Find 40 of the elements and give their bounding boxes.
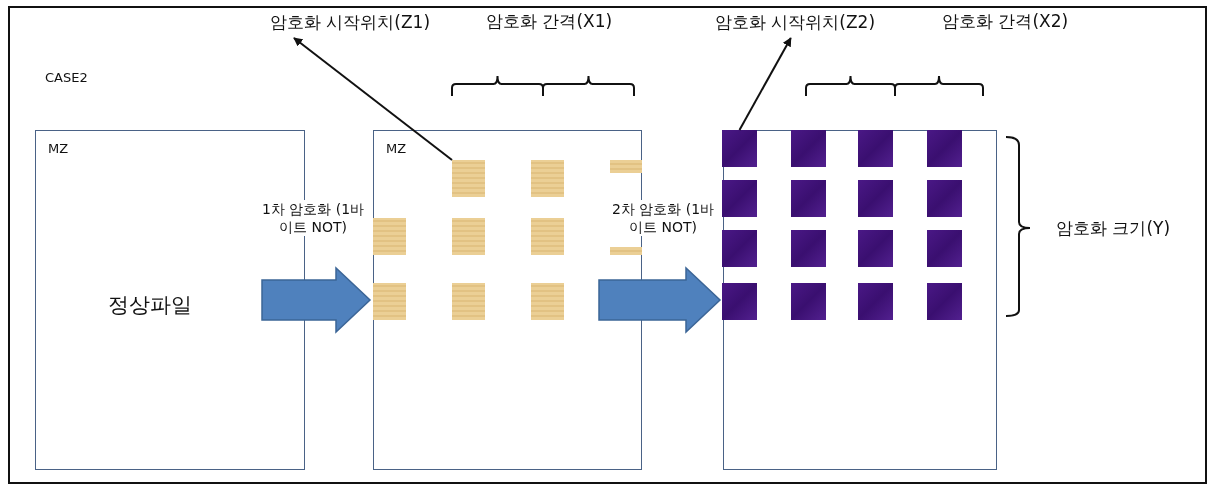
file-label: 정상파일 [108, 292, 192, 319]
leader-line [293, 37, 453, 161]
encrypted-block [452, 160, 485, 197]
box-label: MZ [386, 141, 407, 156]
file-box [723, 130, 997, 470]
encrypted-block [531, 218, 564, 255]
encrypted-block [858, 283, 893, 320]
encrypted-block [373, 283, 406, 320]
encrypted-block [858, 180, 893, 217]
annotation-label: 암호화 시작위치(Z1) [250, 10, 450, 34]
annotation-label: 암호화 시작위치(Z2) [690, 10, 900, 34]
encrypted-block [858, 130, 893, 167]
encrypted-block [531, 160, 564, 197]
encrypted-block [452, 218, 485, 255]
encrypted-block [791, 130, 826, 167]
encrypted-block [610, 247, 642, 255]
encrypted-block [858, 230, 893, 267]
encrypted-block [791, 283, 826, 320]
encrypted-block [791, 230, 826, 267]
dimension-label: 암호화 간격(X1) [486, 10, 613, 33]
encrypted-block [610, 160, 642, 173]
dimension-label: 암호화 간격(X2) [942, 10, 1069, 33]
encrypted-block [927, 180, 962, 217]
encrypted-block [927, 230, 962, 267]
encrypted-block [722, 180, 757, 217]
encrypted-block [791, 180, 826, 217]
encrypted-block [927, 283, 962, 320]
encrypted-block [452, 283, 485, 320]
encrypted-block [531, 283, 564, 320]
block-arrow [598, 266, 722, 334]
box-label: MZ [48, 141, 69, 156]
encrypted-block [722, 283, 757, 320]
case-label: CASE2 [45, 69, 88, 87]
leader-line [738, 37, 792, 131]
dimension-label: 암호화 크기(Y) [1056, 217, 1171, 240]
encrypted-block [722, 130, 757, 167]
encrypted-block [927, 130, 962, 167]
encrypted-block [373, 218, 406, 255]
encrypted-block [722, 230, 757, 267]
block-arrow [261, 266, 372, 334]
